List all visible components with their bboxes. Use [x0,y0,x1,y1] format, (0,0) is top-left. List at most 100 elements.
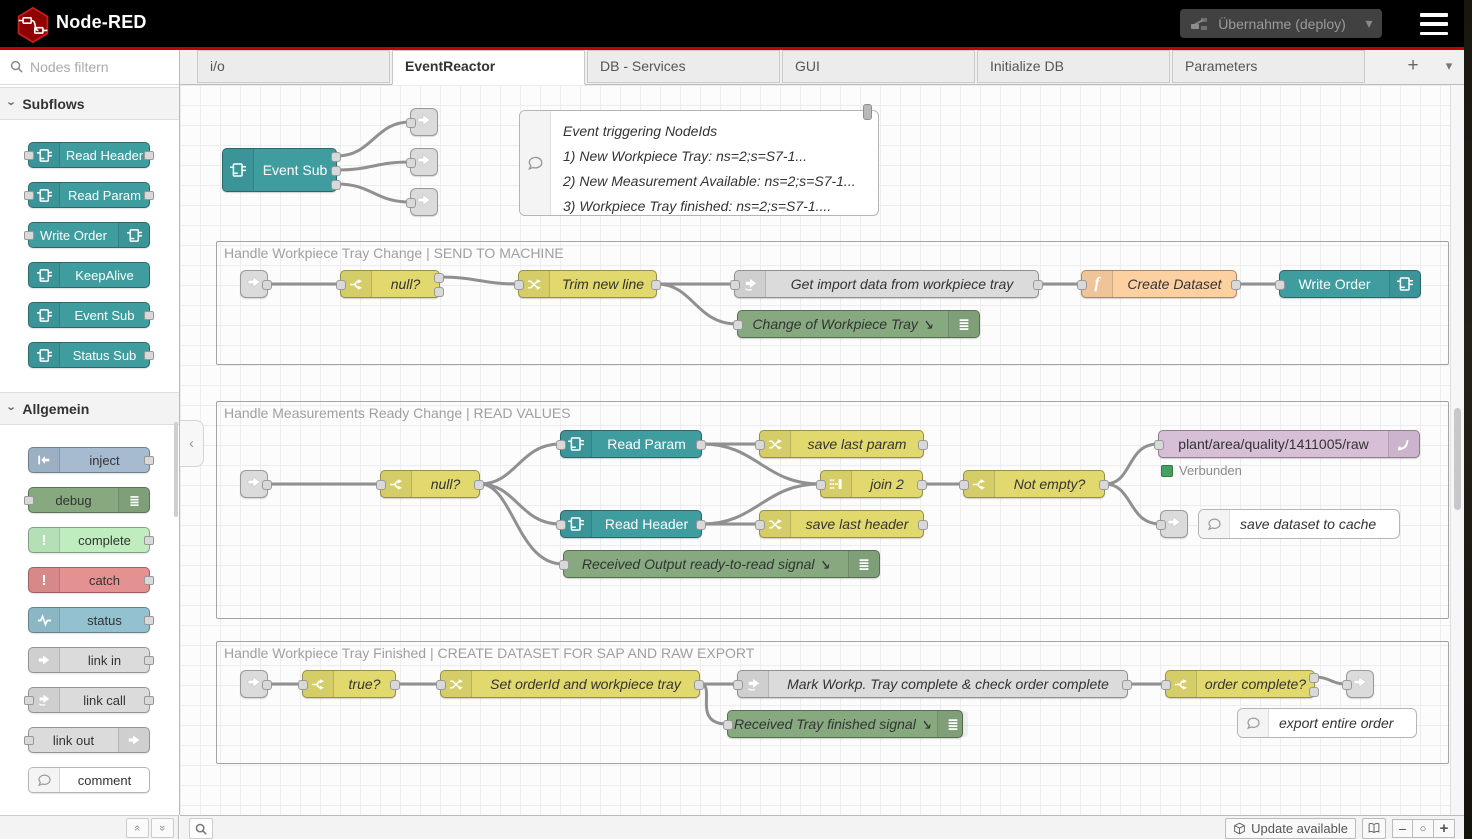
tab-gui[interactable]: GUI [782,50,975,83]
tab-io[interactable]: i/o [197,50,390,83]
port-out[interactable] [696,520,706,530]
palette-scrollbar[interactable] [174,422,178,517]
palette-search-input[interactable] [28,55,172,79]
port-in[interactable] [1154,440,1164,450]
port-out[interactable] [694,680,704,690]
port-in[interactable] [959,480,969,490]
port-out[interactable] [1033,280,1043,290]
zoom-in-button[interactable] [1434,819,1455,838]
node-link-in[interactable] [240,270,272,298]
palette-expand-all-button[interactable] [151,817,174,838]
tab-parameters[interactable]: Parameters [1172,50,1365,83]
port-out[interactable] [918,440,928,450]
port-out[interactable] [331,180,341,190]
palette-node-link-call[interactable]: link call [24,687,154,713]
zoom-reset-button[interactable] [1413,819,1434,838]
wire[interactable] [700,442,822,486]
add-flow-button[interactable] [1396,50,1430,83]
node-join[interactable]: join 2 [816,470,927,498]
port-out[interactable] [918,520,928,530]
port-out[interactable] [1099,480,1109,490]
node-link-out[interactable] [1156,510,1188,538]
palette-node-catch[interactable]: ! catch [28,567,154,593]
palette-node-comment[interactable]: comment [28,767,150,793]
group-tray-finished[interactable]: Handle Workpiece Tray Finished | CREATE … [216,641,1449,764]
tab-eventreactor[interactable]: EventReactor [392,50,585,85]
node-switch-not-empty[interactable]: Not empty? [959,470,1109,498]
group-send-to-machine[interactable]: Handle Workpiece Tray Change | SEND TO M… [216,241,1449,365]
port-in[interactable] [1077,280,1087,290]
port-in[interactable] [1342,680,1352,690]
wire[interactable] [655,282,739,326]
port-out[interactable] [1122,680,1132,690]
wire[interactable] [700,482,822,526]
tab-db-services[interactable]: DB - Services [587,50,780,83]
wire[interactable] [1103,442,1160,486]
node-switch-null-2[interactable]: null? [376,470,484,498]
port-in[interactable] [556,520,566,530]
palette-node-status-sub[interactable]: Status Sub [28,342,154,368]
port-in[interactable] [376,480,386,490]
port-out[interactable] [1231,280,1241,290]
palette-category-allgemein[interactable]: Allgemein [0,392,179,425]
port-out[interactable] [917,480,927,490]
node-event-sub[interactable]: Event Sub [222,148,341,192]
node-link-out[interactable] [1342,670,1374,698]
node-change-save-last-header[interactable]: save last header [755,510,928,538]
palette-category-subflows[interactable]: Subflows [0,87,179,120]
node-link-call-import[interactable]: Get import data from workpiece tray [730,270,1043,298]
node-comment-save-dataset[interactable]: save dataset to cache [1198,509,1400,539]
node-change-set-orderid[interactable]: Set orderId and workpiece tray [436,670,704,698]
node-link-in[interactable] [240,470,272,498]
port-in[interactable] [816,480,826,490]
node-subflow-read-header[interactable]: Read Header [556,510,706,538]
main-menu-button[interactable] [1420,13,1448,35]
palette-node-status[interactable]: status [28,607,154,633]
node-subflow-write-order[interactable]: Write Order [1275,270,1421,298]
port-in[interactable] [733,680,743,690]
port-out[interactable] [331,166,341,176]
port-out[interactable] [434,287,444,297]
deploy-button[interactable]: Übernahme (deploy) [1180,9,1382,38]
port-in[interactable] [1161,680,1171,690]
port-in[interactable] [406,118,416,128]
node-switch-null[interactable]: null? [336,270,444,298]
port-out[interactable] [262,680,272,690]
port-in[interactable] [755,520,765,530]
port-out[interactable] [1309,687,1319,697]
port-out[interactable] [1309,673,1319,683]
port-in[interactable] [556,440,566,450]
node-debug-ready-signal[interactable]: Received Output ready-to-read signal ↘ [559,550,880,578]
palette-node-inject[interactable]: inject [28,447,154,473]
flow-canvas[interactable]: Handle Workpiece Tray Change | SEND TO M… [180,85,1464,815]
palette-collapse-all-button[interactable] [126,817,149,838]
port-out[interactable] [390,680,400,690]
node-debug-tray-change[interactable]: Change of Workpiece Tray ↘ [733,310,980,338]
port-out[interactable] [262,280,272,290]
node-subflow-read-param[interactable]: Read Param [556,430,706,458]
flow-list-caret-icon[interactable] [1432,50,1466,83]
palette-node-link-out[interactable]: link out [24,727,150,753]
wire[interactable] [478,482,565,566]
port-in[interactable] [755,440,765,450]
wire[interactable] [335,182,412,204]
node-comment-events[interactable]: Event triggering NodeIds 1) New Workpiec… [519,104,879,216]
zoom-out-button[interactable] [1392,819,1413,838]
node-switch-order-complete[interactable]: order complete? [1161,670,1319,698]
node-comment-export-order[interactable]: export entire order [1237,708,1417,738]
port-in[interactable] [336,280,346,290]
palette-collapse-toggle[interactable] [180,420,204,467]
flow-search-button[interactable] [189,818,213,839]
node-link-out[interactable] [406,188,438,216]
wire[interactable] [478,442,562,486]
node-change-trim[interactable]: Trim new line [514,270,661,298]
port-in[interactable] [559,560,569,570]
node-debug-tray-finished[interactable]: Received Tray finished signal ↘ [723,710,969,738]
wire[interactable] [478,482,562,526]
palette-node-debug[interactable]: debug [24,487,150,513]
node-switch-true[interactable]: true? [298,670,400,698]
port-in[interactable] [436,680,446,690]
palette-node-event-sub[interactable]: Event Sub [28,302,154,328]
port-in[interactable] [733,320,743,330]
port-in[interactable] [723,720,733,730]
